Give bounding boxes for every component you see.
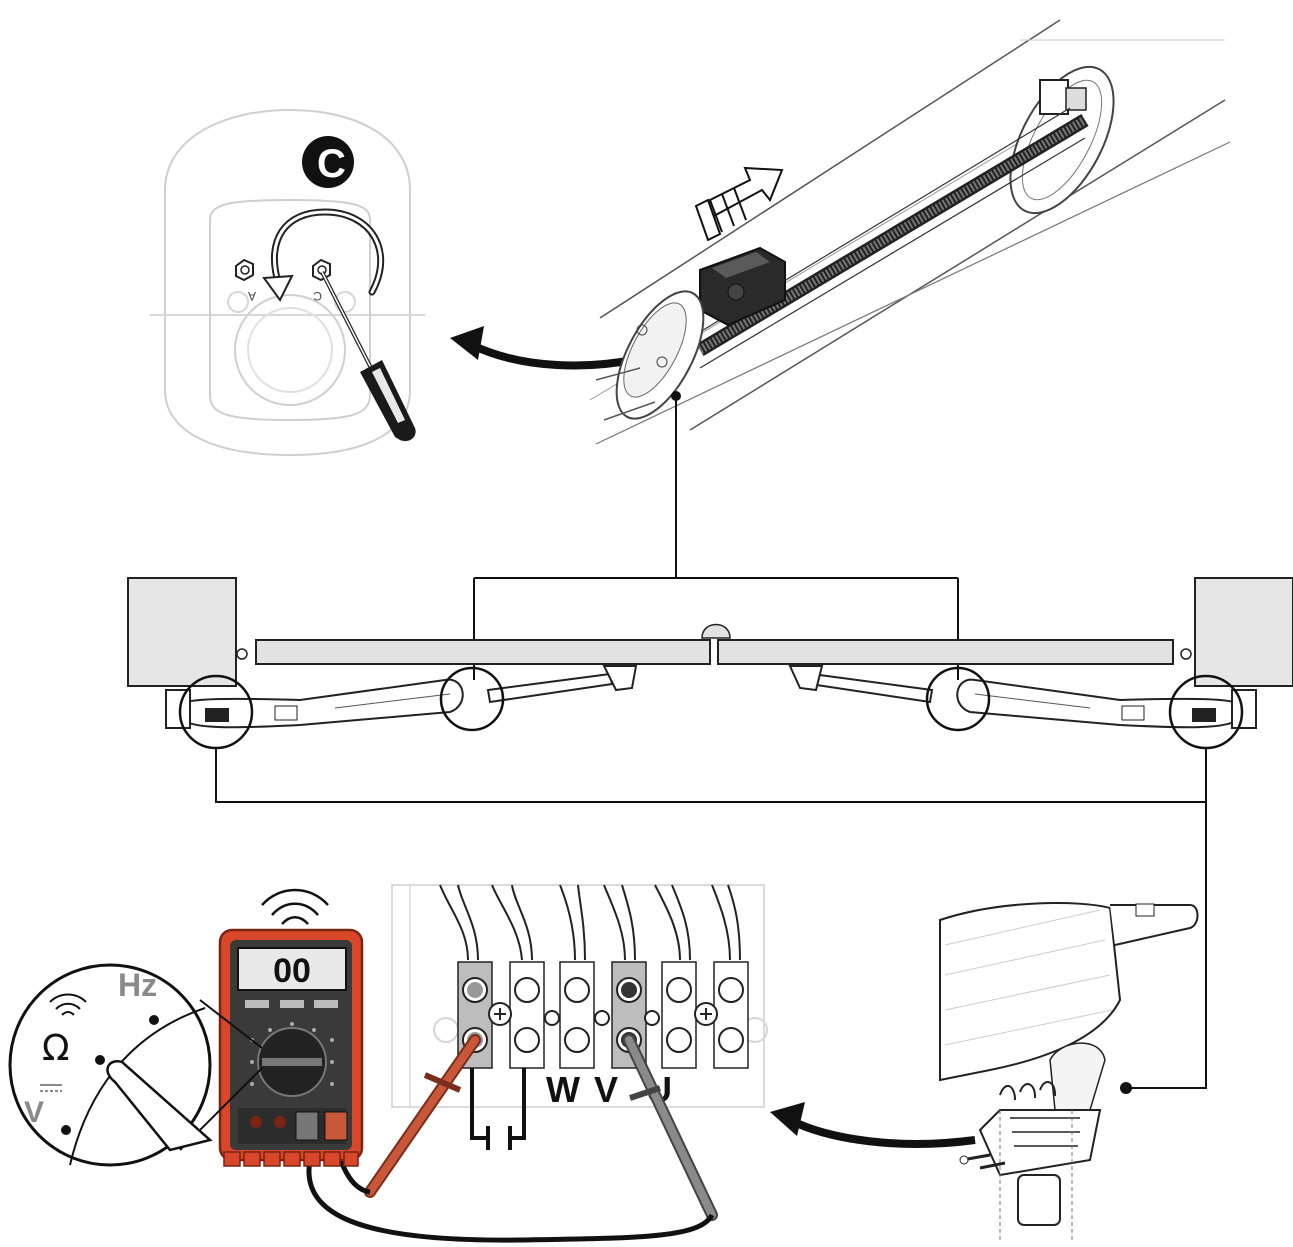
dial-signal-icon (49, 993, 87, 1016)
screw-c (312, 258, 331, 282)
end-cap-detail: A C C (150, 108, 425, 457)
dial-hz-label: Hz (118, 967, 157, 1003)
grey-probe (623, 1034, 718, 1221)
actuator-cutaway (589, 19, 1231, 445)
curved-arrow-bottom (770, 1102, 976, 1148)
dial-magnifier: Hz Ω V (8, 963, 263, 1167)
right-leaf (717, 639, 1174, 665)
terminal-w-label: W (546, 1069, 580, 1110)
screwdriver-icon (320, 271, 416, 442)
limit-carriage (699, 246, 786, 327)
terminal-v-label: V (594, 1069, 618, 1110)
probe-lead (306, 1159, 715, 1243)
multimeter: 00 (218, 888, 364, 1167)
screw-c-label: C (313, 289, 322, 303)
rotate-icon (262, 208, 385, 302)
right-actuator (788, 665, 1257, 750)
gate-plan (127, 577, 1293, 750)
screw-a-label: A (248, 289, 256, 303)
right-pillar (1194, 577, 1293, 687)
left-actuator (165, 665, 638, 750)
dial-ohm-label: Ω (42, 1028, 70, 1069)
left-leaf (255, 639, 711, 665)
terminal-board: W V U (391, 884, 768, 1150)
screw-a (235, 258, 254, 282)
dial-v-label: V (24, 1096, 44, 1129)
display-value: 00 (273, 952, 311, 990)
step-badge: C (302, 136, 354, 188)
move-arrow-icon (694, 166, 784, 242)
leader-top (473, 396, 959, 680)
signal-icon (261, 888, 329, 925)
left-pillar (127, 577, 237, 687)
motor-detail (939, 902, 1199, 1240)
leader-bottom (215, 748, 1207, 1089)
red-probe (364, 1034, 481, 1198)
step-badge-label: C (317, 142, 346, 186)
